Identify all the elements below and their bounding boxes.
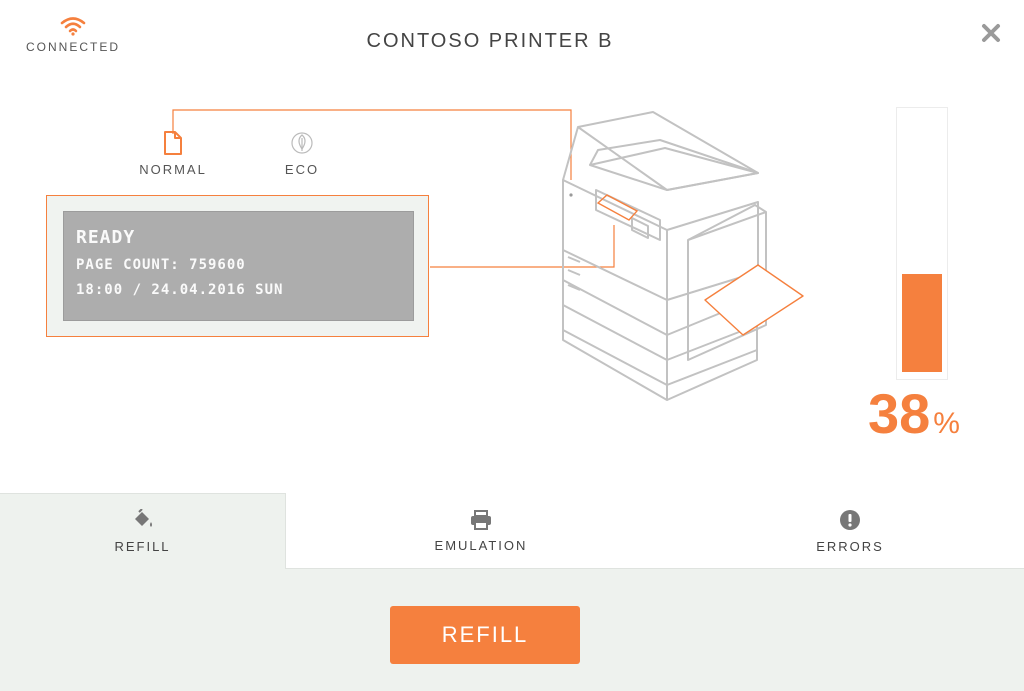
leaf-icon bbox=[291, 132, 313, 154]
page-count: PAGE COUNT: 759600 bbox=[76, 257, 246, 273]
page-title: CONTOSO PRINTER B bbox=[366, 30, 614, 52]
tab-refill[interactable]: REFILL bbox=[0, 493, 286, 569]
ink-level-fill bbox=[902, 274, 942, 372]
status-main: READY bbox=[76, 227, 136, 248]
mode-eco-label: ECO bbox=[284, 162, 320, 177]
printer-icon bbox=[471, 509, 491, 530]
alert-icon bbox=[840, 509, 860, 530]
ink-level-readout: 38 % bbox=[868, 386, 998, 442]
close-icon bbox=[982, 24, 1000, 42]
connection-status: CONNECTED bbox=[14, 16, 132, 64]
paint-bucket-icon bbox=[134, 509, 152, 527]
refill-panel: REFILL bbox=[0, 569, 1024, 691]
tab-bar: REFILL EMULATION ERRORS bbox=[0, 493, 1024, 569]
ink-level-unit: % bbox=[933, 407, 960, 440]
connection-label: CONNECTED bbox=[25, 40, 120, 54]
mode-eco[interactable]: ECO bbox=[252, 130, 352, 186]
status-datetime: 18:00 / 24.04.2016 SUN bbox=[76, 282, 284, 298]
tab-refill-label: REFILL bbox=[114, 539, 171, 554]
mode-normal[interactable]: NORMAL bbox=[123, 130, 223, 186]
status-display: READY PAGE COUNT: 759600 18:00 / 24.04.2… bbox=[46, 195, 429, 337]
tab-emulation-label: EMULATION bbox=[434, 537, 528, 553]
wifi-icon bbox=[60, 17, 86, 36]
document-icon bbox=[164, 131, 182, 155]
status-screen: READY PAGE COUNT: 759600 18:00 / 24.04.2… bbox=[63, 211, 414, 321]
ink-level-value: 38 bbox=[868, 382, 931, 445]
tab-errors[interactable]: ERRORS bbox=[676, 493, 1024, 569]
tab-errors-label: ERRORS bbox=[816, 538, 884, 554]
ink-level-gauge bbox=[896, 107, 948, 380]
tab-emulation[interactable]: EMULATION bbox=[286, 493, 676, 569]
close-button[interactable] bbox=[978, 20, 1004, 46]
mode-normal-label: NORMAL bbox=[139, 162, 207, 177]
refill-button[interactable]: REFILL bbox=[390, 606, 580, 664]
